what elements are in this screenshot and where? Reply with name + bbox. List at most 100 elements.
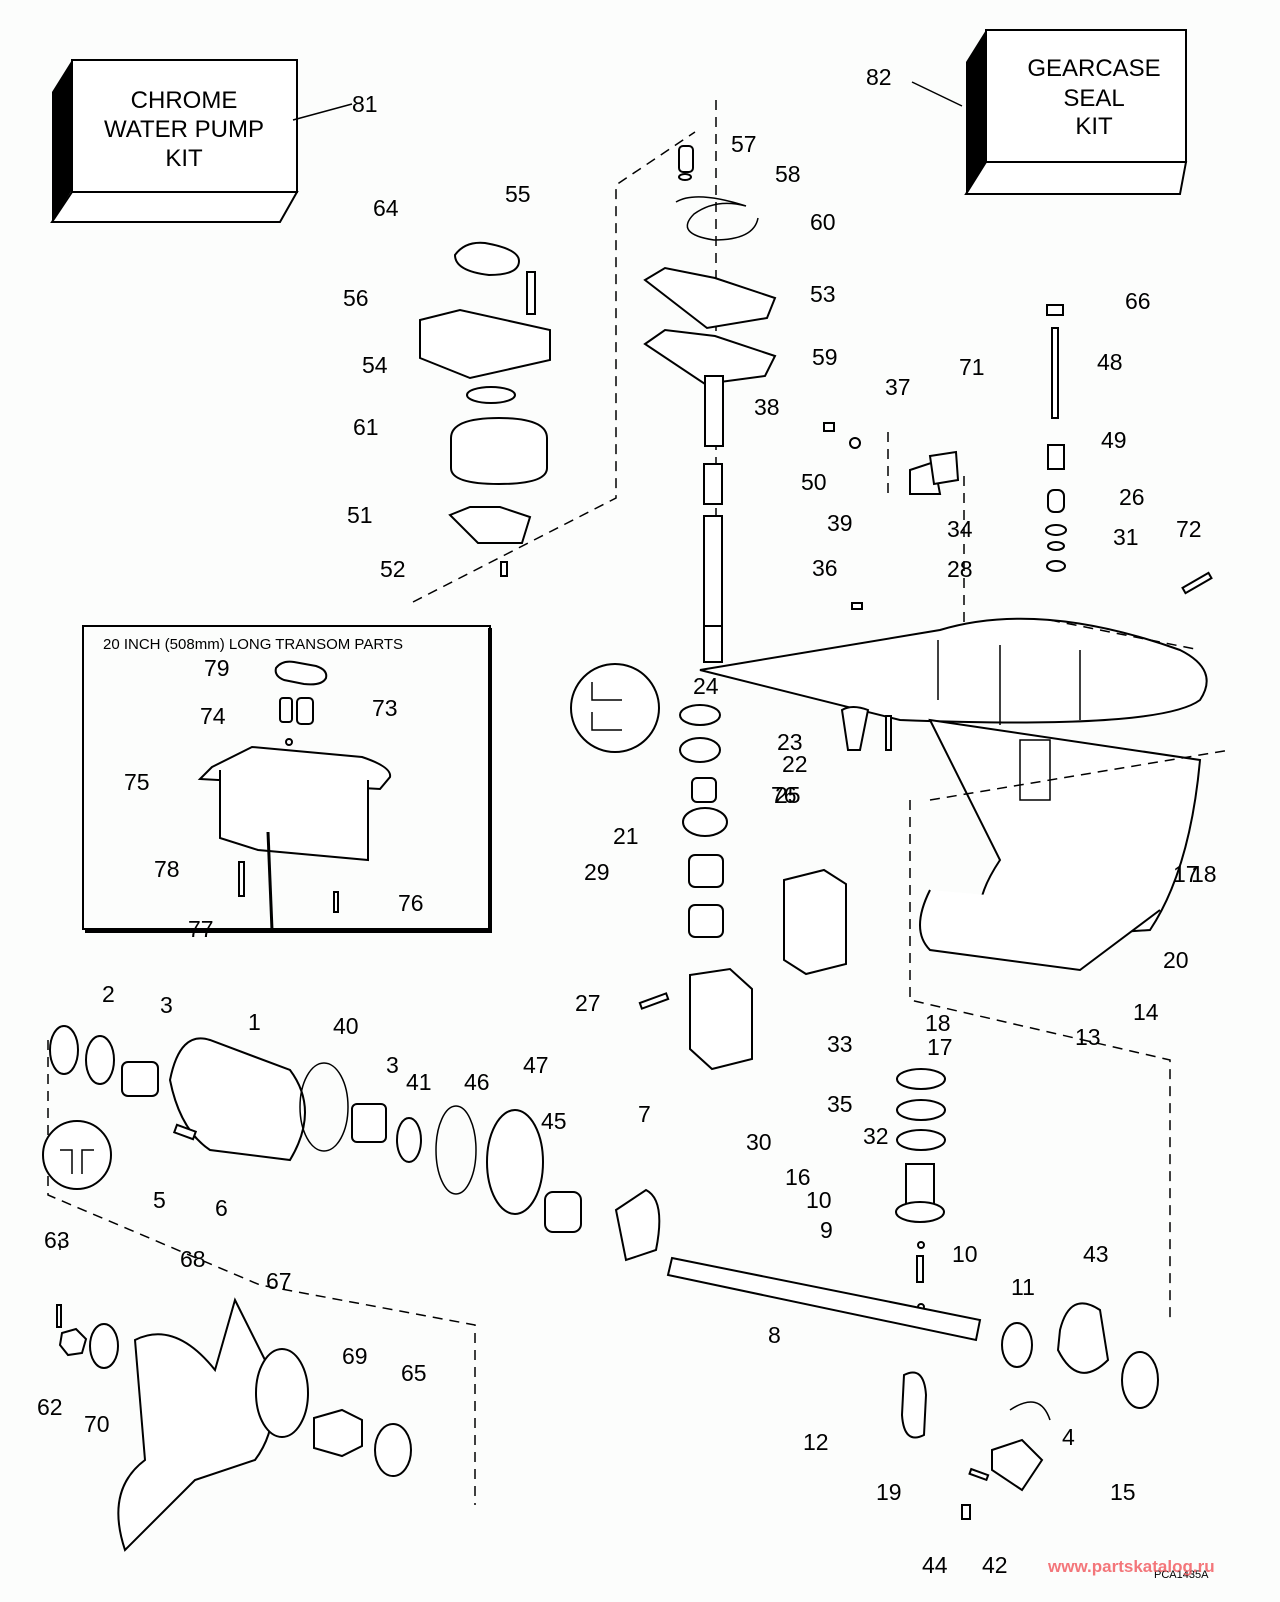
callout-70: 70: [84, 1411, 110, 1437]
callout-48: 48: [1097, 349, 1123, 375]
callout-10: 10: [952, 1241, 978, 1267]
part-8: [666, 1256, 982, 1342]
callout-41: 41: [406, 1069, 432, 1095]
inset-callout-79: 79: [204, 655, 230, 681]
callout-30: 30: [746, 1129, 772, 1155]
callout-3: 3: [160, 992, 173, 1018]
kit-82-line-3: KIT: [1075, 113, 1113, 140]
inset-callout-76: 76: [398, 890, 424, 916]
kit-81-line-3: KIT: [165, 145, 203, 172]
part-56: [419, 308, 551, 380]
callout-57: 57: [731, 131, 757, 157]
callout-53: 53: [810, 281, 836, 307]
kit-81-line-1: CHROME: [131, 87, 238, 114]
gearcase-seal-kit-box: GEARCASE SEAL KIT: [964, 29, 1188, 195]
figure-code: PCA1435A: [1154, 1569, 1209, 1581]
callout-9: 9: [820, 1217, 833, 1243]
callout-45: 45: [541, 1108, 567, 1134]
callout-18: 18: [1191, 861, 1217, 887]
callout-42: 42: [982, 1552, 1008, 1578]
callout-58: 58: [775, 161, 801, 187]
callout-60: 60: [810, 209, 836, 235]
callout-47: 47: [523, 1052, 549, 1078]
callout-4: 4: [1062, 1424, 1075, 1450]
callout-6: 6: [215, 1195, 228, 1221]
callout-33: 33: [827, 1031, 853, 1057]
callout-27: 27: [575, 990, 601, 1016]
callout-11: 11: [1011, 1274, 1035, 1300]
callout-17: 17: [927, 1034, 953, 1060]
callout-46: 46: [464, 1069, 490, 1095]
kit-81-line-2: WATER PUMP: [104, 116, 264, 143]
callout-62: 62: [37, 1394, 63, 1420]
part-61: [450, 416, 548, 486]
callout-66: 66: [1125, 288, 1151, 314]
callout-18: 18: [925, 1010, 951, 1036]
callout-21: 21: [613, 823, 639, 849]
callout-50: 50: [801, 469, 827, 495]
callout-23: 23: [777, 729, 803, 755]
callout-3: 3: [386, 1052, 399, 1078]
inset-title: 20 INCH (508mm) LONG TRANSOM PARTS: [103, 636, 403, 653]
gearcase-housing: [699, 617, 1208, 972]
part-1: [168, 1037, 306, 1162]
callout-63: 63: [44, 1227, 70, 1253]
callout-34: 34: [947, 516, 973, 542]
callout-kit-81: 81: [352, 91, 378, 117]
callout-2: 2: [102, 981, 115, 1007]
callout-8: 8: [768, 1322, 781, 1348]
propeller: [117, 1297, 274, 1552]
callout-76: 76: [771, 782, 797, 808]
callout-55: 55: [505, 181, 531, 207]
callout-52: 52: [380, 556, 406, 582]
callout-1: 1: [248, 1009, 261, 1035]
callout-12: 12: [803, 1429, 829, 1455]
inset-callout-73: 73: [372, 695, 398, 721]
callout-61: 61: [353, 414, 379, 440]
callout-37: 37: [885, 374, 911, 400]
callout-22: 22: [782, 751, 808, 777]
callout-29: 29: [584, 859, 610, 885]
callout-65: 65: [401, 1360, 427, 1386]
callout-25: 25: [775, 782, 801, 808]
callout-13: 13: [1075, 1024, 1101, 1050]
callout-69: 69: [342, 1343, 368, 1369]
callout-20: 20: [1163, 947, 1189, 973]
callout-49: 49: [1101, 427, 1127, 453]
kit-82-line-1: GEARCASE: [1027, 55, 1160, 82]
callout-31: 31: [1113, 524, 1139, 550]
callout-24: 24: [693, 673, 719, 699]
part-53: [643, 266, 777, 330]
callout-kit-82: 82: [866, 64, 892, 90]
callout-38: 38: [754, 394, 780, 420]
part-64: [453, 241, 521, 277]
callout-39: 39: [827, 510, 853, 536]
callout-67: 67: [266, 1268, 292, 1294]
part-51: [448, 506, 532, 544]
callout-14: 14: [1133, 999, 1159, 1025]
callout-54: 54: [362, 352, 388, 378]
inset-callout-74: 74: [200, 703, 226, 729]
callout-32: 32: [863, 1123, 889, 1149]
callout-7: 7: [638, 1101, 651, 1127]
callout-15: 15: [1110, 1479, 1136, 1505]
callout-26: 26: [1119, 484, 1145, 510]
kit-82-line-2: SEAL: [1063, 85, 1124, 112]
callout-51: 51: [347, 502, 373, 528]
callout-19: 19: [876, 1479, 902, 1505]
callout-64: 64: [373, 195, 399, 221]
watermark: www.partskatalog.ru: [1047, 1557, 1215, 1576]
callout-16: 16: [785, 1164, 811, 1190]
inset-callout-75: 75: [124, 769, 150, 795]
callout-59: 59: [812, 344, 838, 370]
callout-36: 36: [812, 555, 838, 581]
inset-callout-78: 78: [154, 856, 180, 882]
inset-callout-77: 77: [188, 916, 214, 942]
chrome-water-pump-kit-box: CHROME WATER PUMP KIT: [50, 59, 299, 223]
long-transom-inset: 20 INCH (508mm) LONG TRANSOM PARTS: [82, 625, 492, 933]
callout-10: 10: [806, 1187, 832, 1213]
callout-43: 43: [1083, 1241, 1109, 1267]
callout-17: 17: [1173, 861, 1199, 887]
